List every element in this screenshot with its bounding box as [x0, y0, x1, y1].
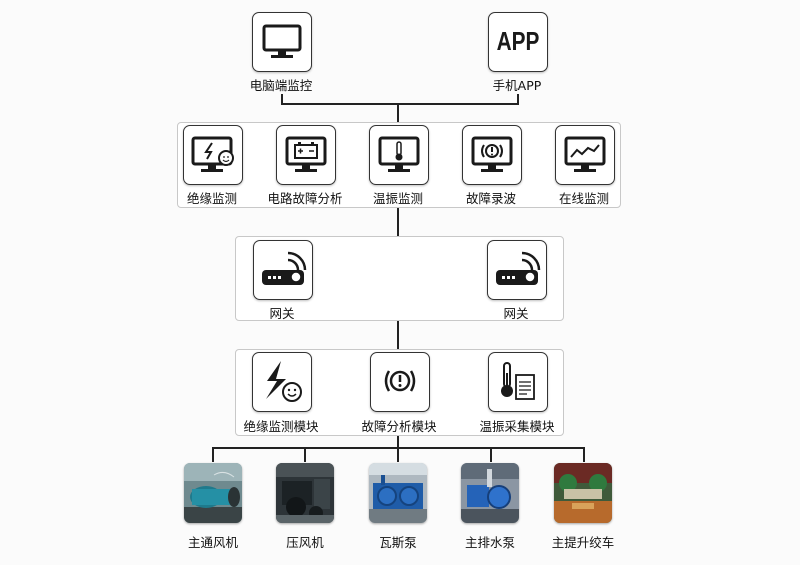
connector-top-right-stub	[517, 94, 519, 104]
equipment-label-3: 瓦斯泵	[379, 535, 417, 550]
top-label-computer: 电脑端监控	[249, 78, 313, 93]
main-fan-photo	[184, 463, 242, 523]
connector-top-to-functions	[397, 104, 399, 123]
gateway-router-icon	[487, 240, 547, 300]
connector-equipment-stub-1	[212, 448, 214, 462]
connector-top-left-stub	[281, 94, 283, 104]
drain-pump-photo	[461, 463, 519, 523]
fault-wave-monitor-icon	[462, 125, 522, 185]
equipment-label-5: 主提升绞车	[551, 535, 615, 550]
equipment-label-1: 主通风机	[187, 535, 238, 550]
function-label-4: 故障录波	[465, 191, 516, 206]
air-compressor-photo	[276, 463, 334, 523]
gateway-label-2: 网关	[503, 306, 529, 321]
module-label-2: 故障分析模块	[361, 419, 437, 434]
function-label-3: 温振监测	[372, 191, 423, 206]
top-label-app: 手机APP	[492, 78, 542, 93]
connector-functions-to-gateways	[397, 206, 399, 236]
connector-equipment-stub-5	[583, 448, 585, 462]
lightning-smile-icon	[252, 352, 312, 412]
module-label-1: 绝缘监测模块	[243, 419, 319, 434]
gateway-router-icon	[253, 240, 313, 300]
thermometer-monitor-icon	[369, 125, 429, 185]
connector-equipment-stub-2	[304, 448, 306, 462]
monitor-icon	[252, 12, 312, 72]
connector-modules-down	[397, 434, 399, 448]
warning-brake-icon	[370, 352, 430, 412]
connector-top-horizontal	[281, 103, 519, 105]
equipment-label-4: 主排水泵	[464, 535, 515, 550]
function-label-5: 在线监测	[558, 191, 609, 206]
insulation-monitor-icon	[183, 125, 243, 185]
trend-monitor-icon	[555, 125, 615, 185]
gateway-label-1: 网关	[269, 306, 295, 321]
function-label-1: 绝缘监测	[186, 191, 237, 206]
connector-equipment-stub-4	[490, 448, 492, 462]
thermometer-document-icon	[488, 352, 548, 412]
hoist-winch-photo	[554, 463, 612, 523]
connector-equipment-stub-3	[397, 448, 399, 462]
equipment-label-2: 压风机	[286, 535, 324, 550]
app-icon-text: APP	[496, 26, 540, 56]
battery-monitor-icon	[276, 125, 336, 185]
connector-gateways-to-modules	[397, 319, 399, 350]
gas-pump-photo	[369, 463, 427, 523]
app-icon: APP	[488, 12, 548, 72]
function-label-2: 电路故障分析	[267, 191, 343, 206]
module-label-3: 温振采集模块	[479, 419, 555, 434]
